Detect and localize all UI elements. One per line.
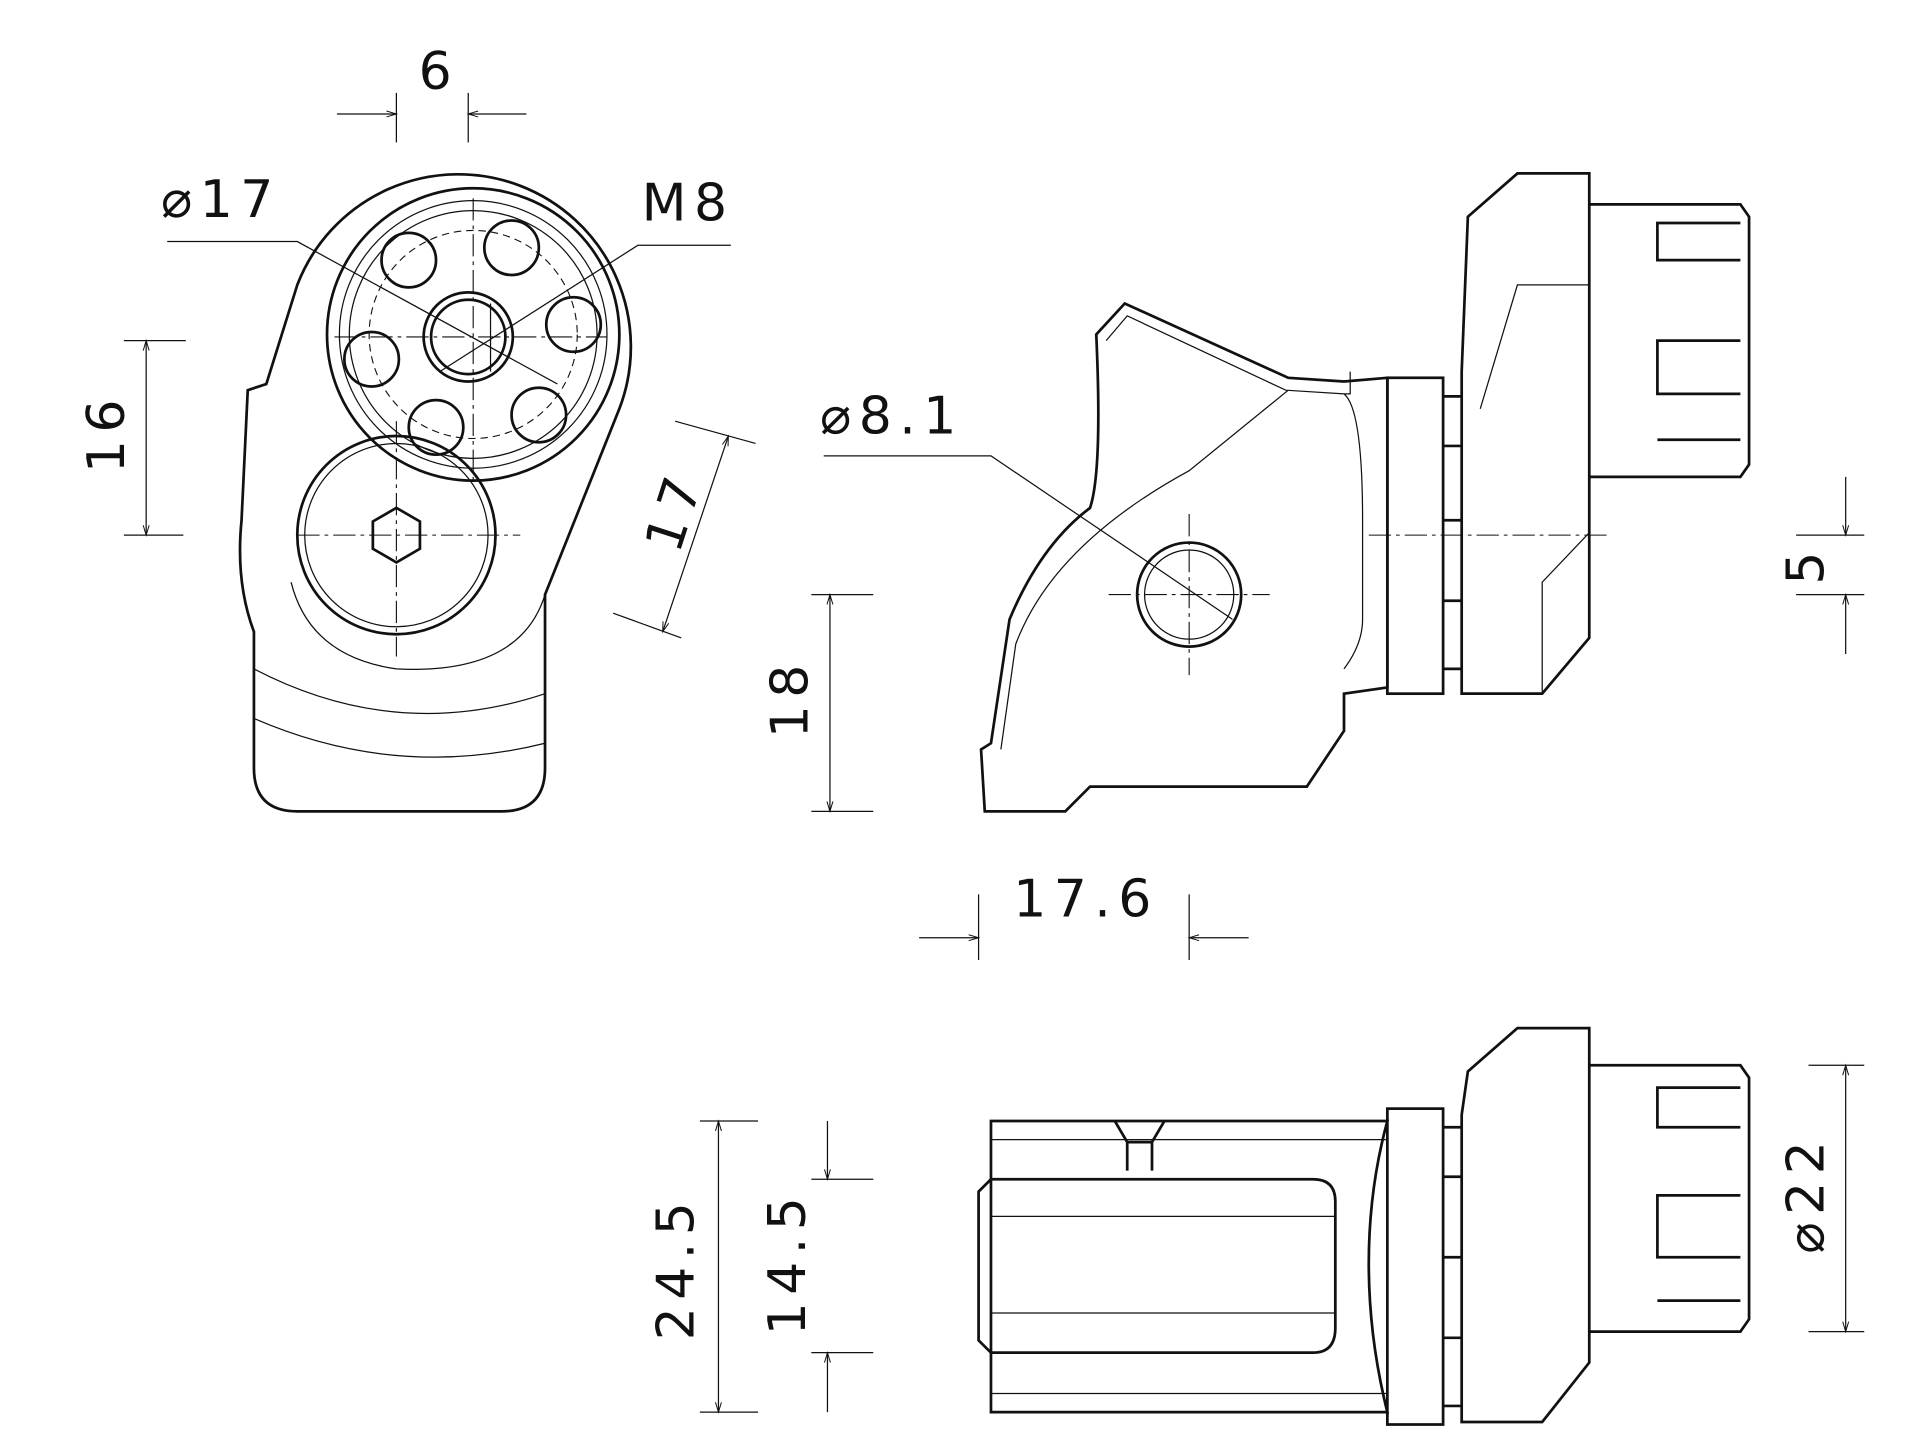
dim-top-width: 6 (419, 42, 460, 102)
bolt-holes (342, 219, 603, 456)
dim-outer-diameter: ⌀17 (161, 170, 281, 230)
front-view (123, 92, 756, 813)
dim-horizontal-length: 17.6 (1013, 870, 1159, 930)
dim-side-offset: 5 (1776, 544, 1836, 585)
dim-inner-width: 14.5 (758, 1190, 818, 1336)
dim-overall-width: 24.5 (647, 1195, 707, 1341)
dim-hole-height: 18 (761, 657, 821, 738)
side-view (811, 172, 1865, 960)
bottom-view (699, 1026, 1865, 1426)
dim-vertical-offset: 16 (77, 392, 137, 473)
dim-diagonal-length: 17 (634, 463, 716, 559)
dim-hole-diameter: ⌀8.1 (820, 387, 964, 447)
dim-spline-diameter: ⌀22 (1776, 1134, 1836, 1254)
dim-thread: M8 (642, 173, 735, 233)
